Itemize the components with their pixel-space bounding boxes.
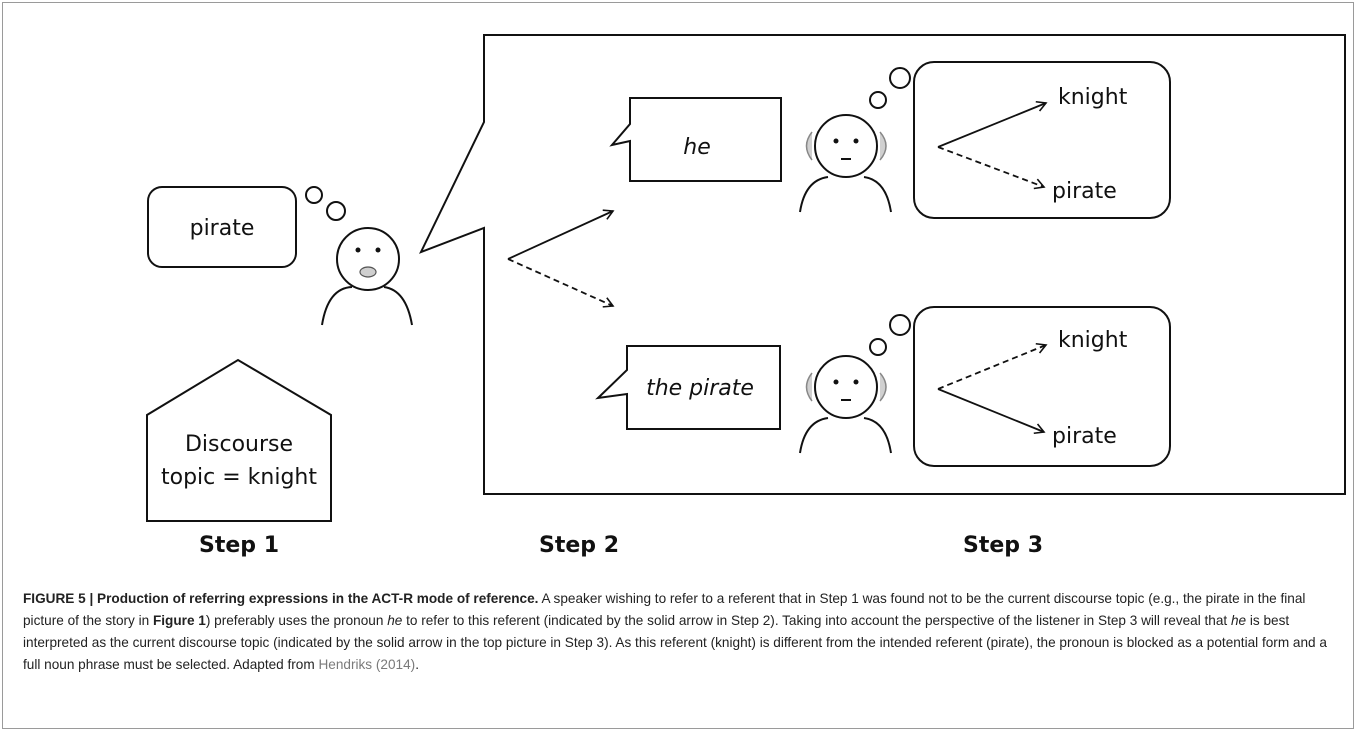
bubble-he-text: he [683,135,710,160]
arrow-solid-knight-top [937,100,1048,148]
listener-thought-dot-small-bottom [869,338,887,356]
speech-balloon-frame [419,34,1346,495]
listener-face-icon-bottom [799,355,892,454]
diagram: pirate Discourse topic = knight Step 1 h… [146,34,1346,558]
arrow-dashed-pirate [507,258,615,308]
thought-dot-small [326,201,346,221]
interpretation-box-bottom [913,306,1171,467]
listener-thought-dot-large-bottom [889,314,911,336]
step1-group: pirate Discourse topic = knight Step 1 [146,186,413,558]
arrow-solid-he [507,209,615,260]
step3-label: Step 3 [963,533,1043,558]
thought-dot-large [305,186,323,204]
caption-he-2: he [1230,613,1247,628]
caption-figure-title: FIGURE 5 | Production of referring expre… [23,591,539,606]
bubble-the-pirate-text: the pirate [646,376,754,401]
thought-label: pirate [190,216,255,241]
caption-he-1: he [387,613,403,628]
discourse-topic-house [146,358,332,522]
listener-thought-dot-large-top [889,67,911,89]
figure-caption: FIGURE 5 | Production of referring expre… [23,588,1335,676]
speaker-face-icon [321,227,413,326]
caption-text-2: ) preferably uses the pronoun [205,613,388,628]
interpretation-box-top [913,61,1171,219]
caption-text-1: A speaker wishing to refer to a referent… [23,591,1306,628]
step3-top-group: knight pirate [799,61,1171,219]
step2-group: he the pirate Step 2 [507,97,782,558]
option-pirate-top: pirate [1052,179,1117,204]
option-pirate-bottom: pirate [1052,424,1117,449]
thought-box-pirate [147,186,297,268]
speech-bubble-he [609,97,782,182]
caption-text-4: is best interpreted as the current disco… [23,613,1327,672]
option-knight-bottom: knight [1058,328,1128,353]
step1-label: Step 1 [199,533,279,558]
caption-figure-ref[interactable]: Figure 1 [152,613,206,628]
step2-label: Step 2 [539,533,619,558]
caption-source-link[interactable]: Hendriks (2014) [318,657,416,672]
listener-face-icon-top [799,114,892,213]
option-knight-top: knight [1058,85,1128,110]
house-line2: topic = knight [161,465,317,490]
caption-text-5: . [415,657,419,672]
speech-bubble-the-pirate [595,345,781,430]
arrow-dashed-pirate-top [937,146,1046,190]
arrow-solid-pirate-bottom [937,388,1046,435]
listener-thought-dot-small-top [869,91,887,109]
step3-bottom-group: knight pirate [799,306,1171,467]
house-line1: Discourse [185,432,293,457]
caption-text-3: to refer to this referent (indicated by … [402,613,1231,628]
